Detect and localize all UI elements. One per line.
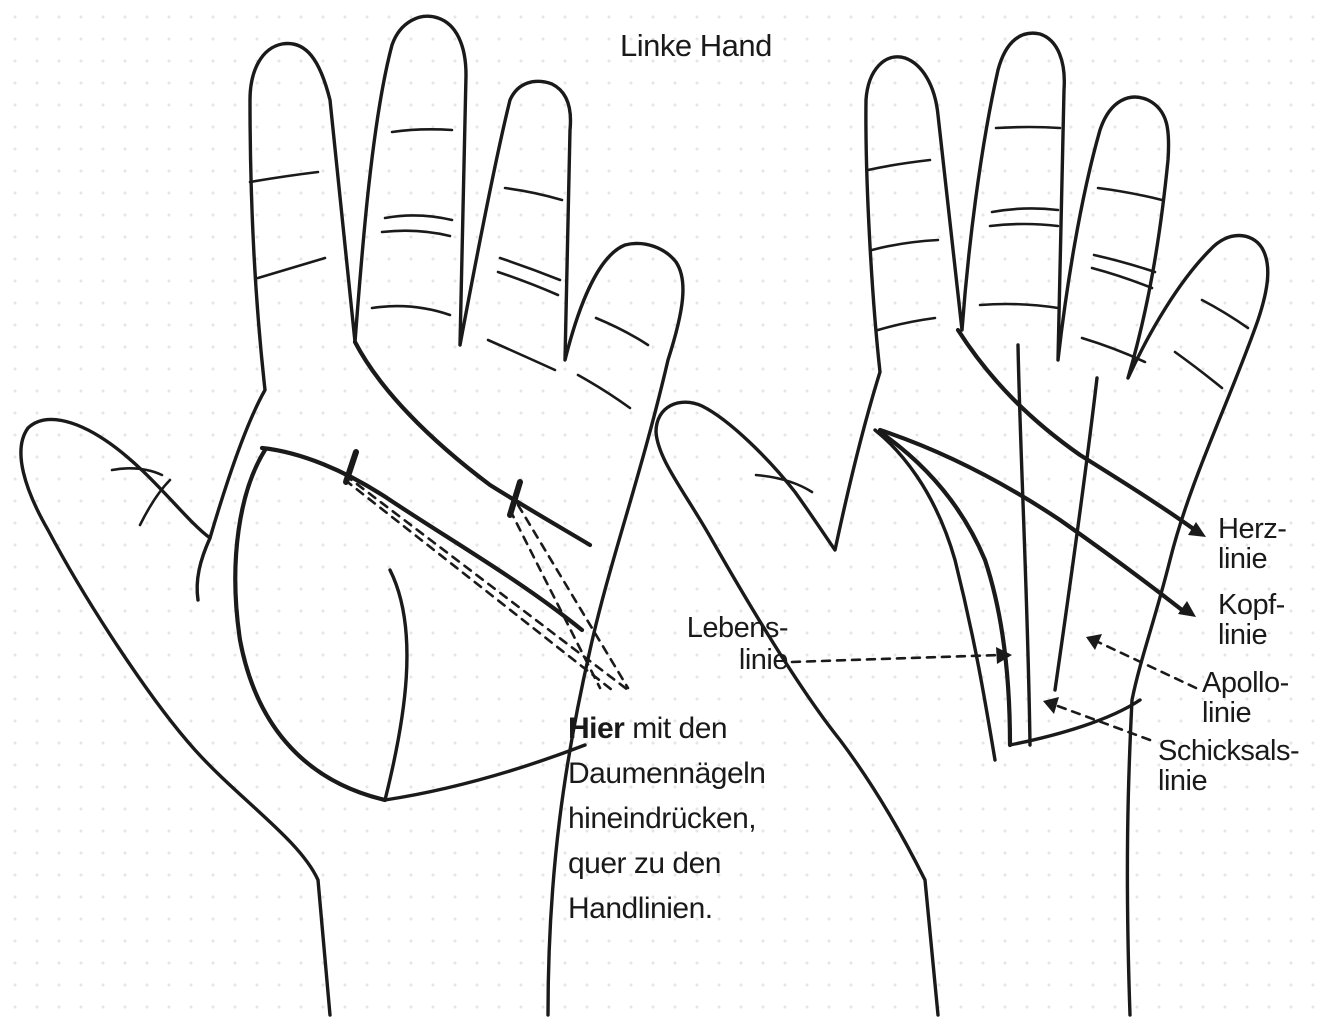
left-life-line [235,450,385,800]
left-middle-crease-1 [392,129,452,132]
instruction-bold-word: Hier [568,712,624,745]
right-index-crease-3 [878,318,935,330]
left-thumb-crease-1 [112,468,162,475]
left-pointer-dash-4 [510,510,600,688]
label-kopflinie: Kopf- linie [1218,590,1285,650]
label-kopflinie-line2: linie [1218,620,1285,650]
label-apollolinie-line2: linie [1202,698,1289,728]
label-schicksalslinie-line2: linie [1158,766,1299,796]
right-ring-crease-3 [1092,268,1152,288]
left-ring-crease-1 [505,188,562,200]
label-schicksalslinie-line1: Schicksals- [1158,736,1299,766]
left-pointer-dash-2 [345,480,612,690]
right-middle-crease-4 [980,304,1058,308]
apollolinie-arrow-line [1098,642,1196,688]
label-apollolinie: Apollo- linie [1202,668,1289,728]
label-schicksalslinie: Schicksals- linie [1158,736,1299,796]
lebenslinie-arrow-line [792,655,1000,662]
instruction-line-2: Daumennägeln [568,751,765,796]
left-middle-crease-2 [385,215,452,220]
instruction-line-4: quer zu den [568,841,765,886]
schicksalslinie-arrow-line [1055,705,1150,740]
left-heart-line [355,342,590,545]
left-wrist-line [385,745,585,800]
instruction-line-5: Handlinien. [568,886,765,931]
right-heart-line [958,330,1195,530]
right-ring-crease-2 [1094,255,1155,272]
right-middle-crease-1 [996,127,1060,128]
label-herzlinie: Herz- linie [1218,514,1286,574]
right-index-crease-1 [868,160,930,170]
schicksalslinie-arrowhead [1043,697,1059,714]
instruction-line-1: Hier mit den [568,706,765,751]
left-pinky-crease-1 [596,318,648,345]
left-thenar-line [385,570,407,800]
label-apollolinie-line1: Apollo- [1202,668,1289,698]
left-index-crease-2 [258,258,325,278]
left-index-crease-1 [250,172,318,182]
instruction-line-1-rest: mit den [624,712,727,745]
left-ring-crease-4 [488,340,555,370]
right-middle-crease-2 [992,208,1058,212]
right-ring-crease-1 [1098,188,1162,200]
instruction-line-3: hineindrücken, [568,796,765,841]
label-lebenslinie-line1: Lebens- [670,612,788,644]
label-lebenslinie: Lebens- linie [670,612,788,676]
left-middle-crease-4 [372,306,450,315]
left-thumb-crease-2 [140,480,170,525]
label-herzlinie-line2: linie [1218,544,1286,574]
left-middle-crease-3 [382,231,450,236]
right-head-line [880,430,1182,610]
right-middle-crease-3 [990,224,1058,226]
instruction-text: Hier mit den Daumennägeln hineindrücken,… [568,706,765,931]
right-fate-line [1018,345,1030,745]
right-pinky-crease-2 [1175,352,1222,388]
diagram-title: Linke Hand [620,30,772,61]
right-index-crease-2 [872,240,938,250]
label-lebenslinie-line2: linie [670,644,788,676]
left-pinky-crease-2 [578,375,630,408]
left-thumb-web-line [197,538,210,600]
right-pinky-crease-1 [1202,300,1248,328]
label-kopflinie-line1: Kopf- [1218,590,1285,620]
label-herzlinie-line1: Herz- [1218,514,1286,544]
